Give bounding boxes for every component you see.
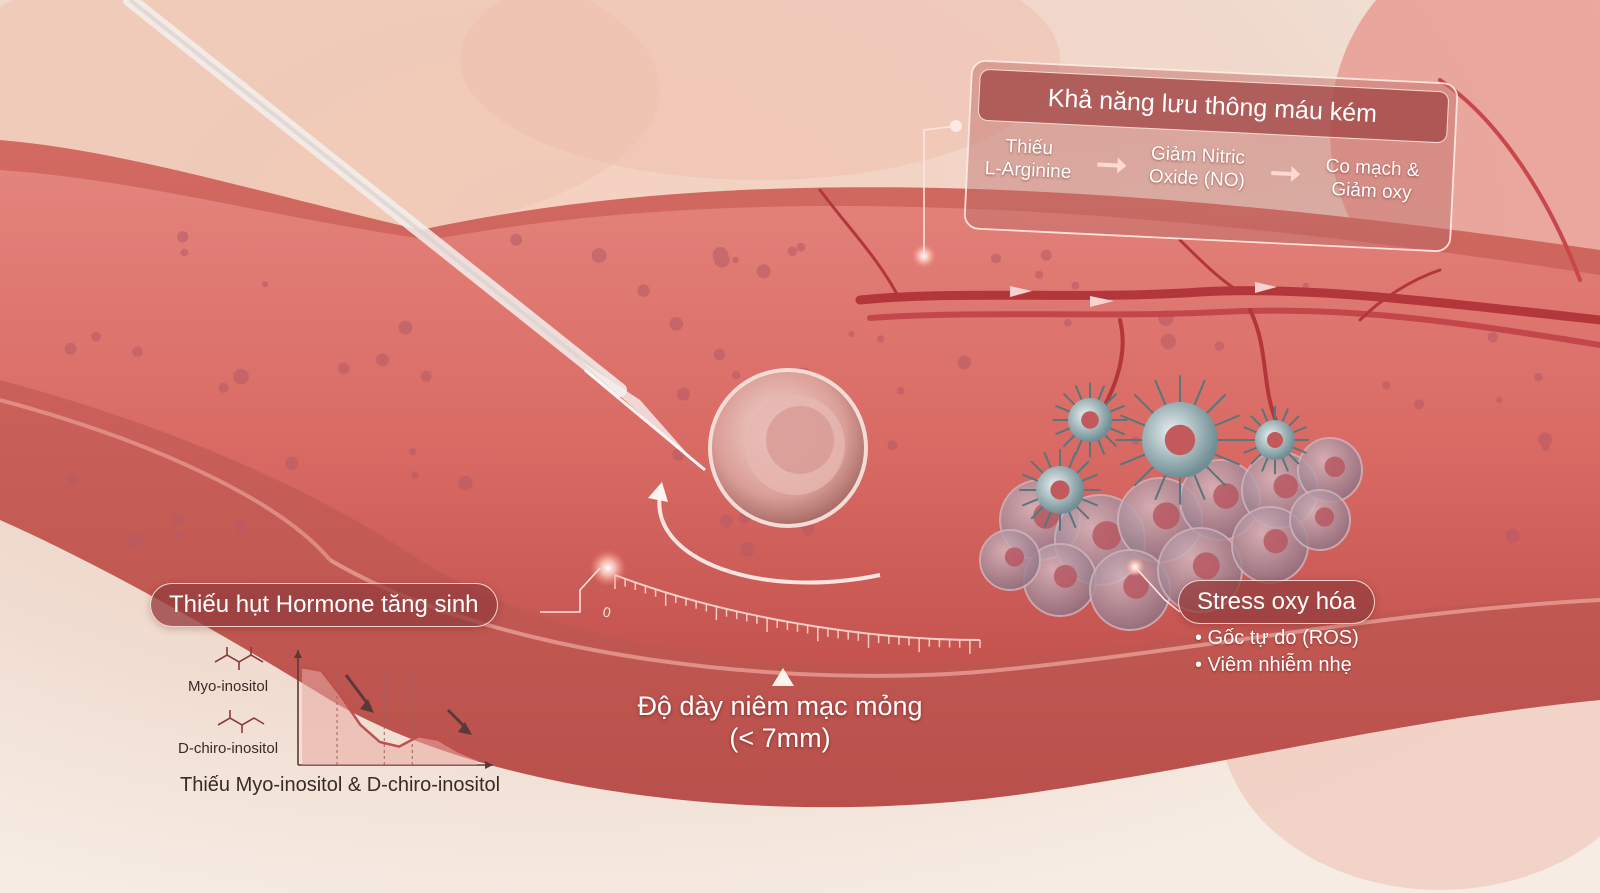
tissue-cell-dot [591, 248, 607, 263]
cell-nucleus [1213, 483, 1239, 509]
tissue-cell-dot [1487, 332, 1499, 343]
tissue-cell-dot [1541, 443, 1550, 452]
down-arrow-head [360, 699, 374, 713]
tissue-cell-dot [127, 532, 143, 548]
hormone-deficiency-label: Thiếu hụt Hormone tăng sinh [150, 583, 498, 627]
oxidative-stress-label: Stress oxy hóa [1178, 580, 1375, 624]
cell-nucleus [1053, 564, 1077, 588]
tissue-cell-dot [957, 355, 972, 370]
tissue-cell-dot [848, 330, 855, 337]
thickness-label: Độ dày niêm mạc mỏng (< 7mm) [620, 690, 940, 754]
thickness-line1: Độ dày niêm mạc mỏng [637, 691, 923, 721]
tissue-cell-dot [712, 247, 729, 263]
tissue-cell-dot [132, 346, 143, 358]
x-axis-arrow [485, 761, 493, 769]
step-nitric-oxide: Giảm Nitric Oxide (NO) [1131, 142, 1263, 194]
cell-nucleus [1152, 502, 1180, 530]
tissue-cell-dot [1414, 399, 1425, 410]
tissue-cell-dot [1496, 396, 1503, 403]
tissue-cell-dot [1537, 432, 1552, 447]
arrow-right-icon [1097, 157, 1127, 174]
tissue-cell-dot [1063, 318, 1072, 327]
tissue-cell-dot [876, 335, 885, 343]
tissue-cell-dot [262, 281, 268, 288]
tissue-cell-dot [180, 248, 189, 257]
tissue-cell-dot [740, 541, 755, 557]
cell-nucleus [1192, 552, 1220, 580]
tissue-cell-dot [510, 233, 523, 246]
y-axis-arrow [294, 650, 302, 658]
tissue-cell-dot [411, 471, 419, 479]
tissue-cell-dot [1035, 270, 1044, 279]
tissue-cell-dot [732, 256, 739, 263]
free-radical-particle [1115, 375, 1245, 505]
free-radical-particle [1052, 382, 1128, 458]
step-l-arginine: Thiếu L-Arginine [973, 134, 1085, 185]
bullet-inflammation: • Viêm nhiễm nhẹ [1195, 654, 1352, 676]
tissue-cell-dot [177, 231, 189, 243]
tissue-cell-dot [233, 368, 249, 385]
cell-nucleus [1004, 547, 1025, 567]
tissue-cell-dot [398, 320, 413, 335]
tissue-cell-dot [1160, 333, 1177, 350]
tissue-cell-dot [91, 332, 101, 342]
down-arrow-head [458, 722, 472, 735]
tissue-cell-dot [1534, 372, 1543, 382]
thickness-line2: (< 7mm) [729, 723, 831, 753]
cell-nucleus [1263, 529, 1288, 554]
step-vasoconstriction: Co mạch & Giảm oxy [1306, 155, 1438, 207]
stress-bullets: • Gốc tự do (ROS) • Viêm nhiễm nhẹ [1195, 625, 1359, 679]
tissue-cell-dot [408, 447, 417, 456]
tissue-cell-dot [669, 317, 684, 331]
tissue-cell-dot [1382, 381, 1391, 390]
tissue-cell-dot [1071, 281, 1080, 290]
tissue-cell-dot [719, 514, 733, 528]
hormone-caption: Thiếu Myo-inositol & D-chiro-inositol [180, 774, 501, 796]
tissue-cell-dot [458, 475, 473, 491]
tissue-cell-dot [337, 362, 350, 375]
cell-nucleus [1324, 456, 1346, 478]
tissue-cell-dot [171, 514, 184, 526]
tissue-cell-dot [218, 382, 229, 393]
cell-nucleus [1273, 474, 1298, 499]
cell-nucleus [1314, 507, 1335, 527]
tissue-cell-dot [175, 531, 184, 540]
tissue-cell-dot [787, 246, 798, 256]
tissue-cell-dot [637, 284, 650, 298]
tissue-cell-dot [887, 440, 898, 451]
cell-nucleus [1092, 521, 1122, 550]
cell-nucleus [1123, 573, 1149, 599]
tissue-cell-dot [67, 474, 78, 485]
tissue-cell-dot [756, 264, 771, 279]
tissue-cell-dot [64, 342, 77, 355]
tissue-cell-dot [420, 370, 432, 382]
tissue-cell-dot [677, 387, 690, 401]
tissue-cell-dot [1302, 282, 1310, 289]
bullet-ros: • Gốc tự do (ROS) [1195, 627, 1359, 649]
blood-flow-panel: Khả năng lưu thông máu kém Thiếu L-Argin… [964, 60, 1458, 252]
arrow-right-icon [1271, 165, 1301, 182]
free-radical-particle [1241, 406, 1309, 474]
tissue-cell-dot [1505, 528, 1520, 544]
step-l-arginine-line2: L-Arginine [984, 157, 1072, 183]
tissue-cell-dot [234, 520, 247, 533]
decline-line [301, 666, 478, 761]
tissue-cell-dot [896, 386, 905, 395]
molecule-myo-inositol: Myo-inositol [188, 678, 269, 695]
tissue-cell-dot [285, 456, 299, 470]
molecule-d-chiro-inositol: D-chiro-inositol [178, 740, 279, 757]
tissue-cell-dot [731, 370, 741, 380]
free-radical-particle [1019, 449, 1101, 531]
tissue-cell-dot [1214, 341, 1225, 351]
tissue-cell-dot [376, 353, 390, 367]
decline-area [302, 667, 477, 765]
tissue-cell-dot [796, 242, 806, 252]
tissue-cell-dot [1040, 249, 1052, 261]
tissue-cell-dot [713, 348, 725, 361]
tissue-cell-dot [991, 253, 1001, 264]
